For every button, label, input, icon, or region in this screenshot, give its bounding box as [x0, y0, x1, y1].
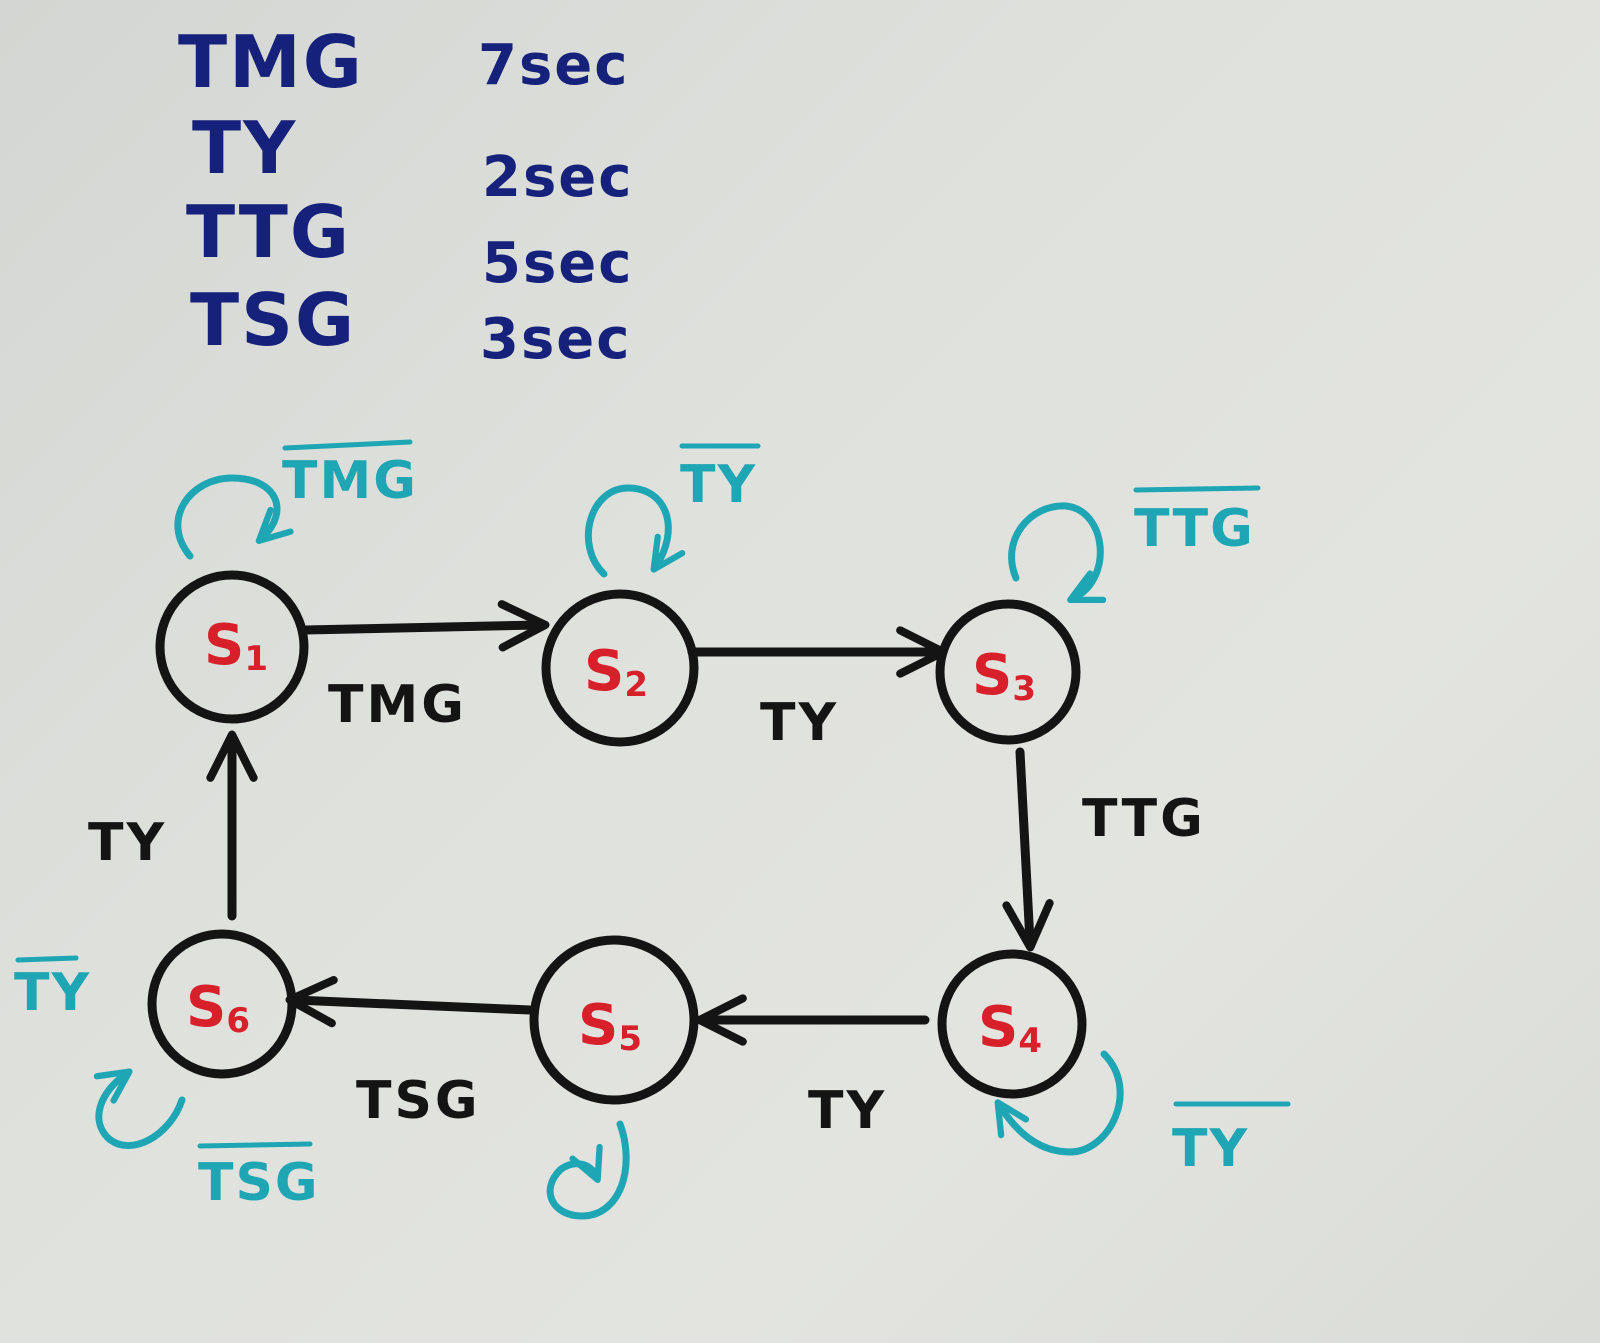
timing-value-tmg: 7sec: [478, 33, 630, 98]
svg-text:TTG: TTG: [1134, 499, 1255, 559]
state-node-s6: S6: [147, 929, 297, 1079]
state-node-s1: S1: [155, 570, 309, 724]
self-loop-label-s4: TY: [1172, 1101, 1291, 1179]
state-label-s4: S4: [978, 995, 1042, 1061]
edge-s1-s2: [300, 600, 550, 652]
state-label-s5: S5: [578, 993, 642, 1059]
self-loop-label-s6-tsg: TSG: [197, 1141, 320, 1213]
self-loop-label-s6-ty: TY: [14, 955, 91, 1023]
timing-name-ty: TY: [192, 106, 298, 190]
state-label-s3: S3: [972, 643, 1036, 709]
state-node-s5: S5: [529, 935, 699, 1105]
self-loop-s1: [174, 474, 294, 560]
timing-name-tmg: TMG: [178, 20, 364, 104]
state-label-s2: S2: [584, 639, 648, 705]
timing-value-ty: 2sec: [482, 145, 634, 210]
state-node-s2: S2: [541, 589, 699, 747]
edge-label-s5-s6: TSG: [356, 1071, 481, 1131]
self-loop-label-s3: TTG: [1133, 485, 1261, 559]
edge-label-s4-s5: TY: [808, 1081, 887, 1141]
edge-label-s6-s1: TY: [88, 813, 167, 873]
self-loop-label-s1: TMG: [282, 439, 418, 511]
edge-label-s2-s3: TY: [760, 693, 839, 753]
state-node-s3: S3: [935, 599, 1081, 745]
svg-text:TY: TY: [14, 963, 91, 1023]
state-node-s4: S4: [937, 949, 1087, 1099]
edge-s3-s4: [1002, 747, 1054, 952]
timing-value-tsg: 3sec: [480, 307, 632, 372]
state-label-s1: S1: [204, 613, 268, 679]
timing-name-ttg: TTG: [186, 190, 351, 274]
state-label-s6: S6: [186, 975, 250, 1041]
edge-label-s1-s2: TMG: [328, 675, 467, 735]
self-loop-s5: [546, 1120, 630, 1220]
svg-text:TY: TY: [1172, 1119, 1249, 1179]
edge-s5-s6: [285, 975, 535, 1028]
self-loop-s6: [93, 1068, 186, 1150]
self-loop-s4: [994, 1050, 1124, 1156]
self-loop-s3: [1008, 502, 1107, 604]
svg-text:TY: TY: [680, 455, 757, 515]
svg-text:TMG: TMG: [282, 451, 418, 511]
self-loop-s2: [584, 484, 686, 578]
self-loop-label-s2: TY: [679, 443, 761, 515]
edge-label-s3-s4: TTG: [1082, 789, 1206, 849]
timing-value-ttg: 5sec: [482, 231, 634, 296]
timing-name-tsg: TSG: [190, 278, 357, 362]
svg-text:TSG: TSG: [198, 1153, 320, 1213]
